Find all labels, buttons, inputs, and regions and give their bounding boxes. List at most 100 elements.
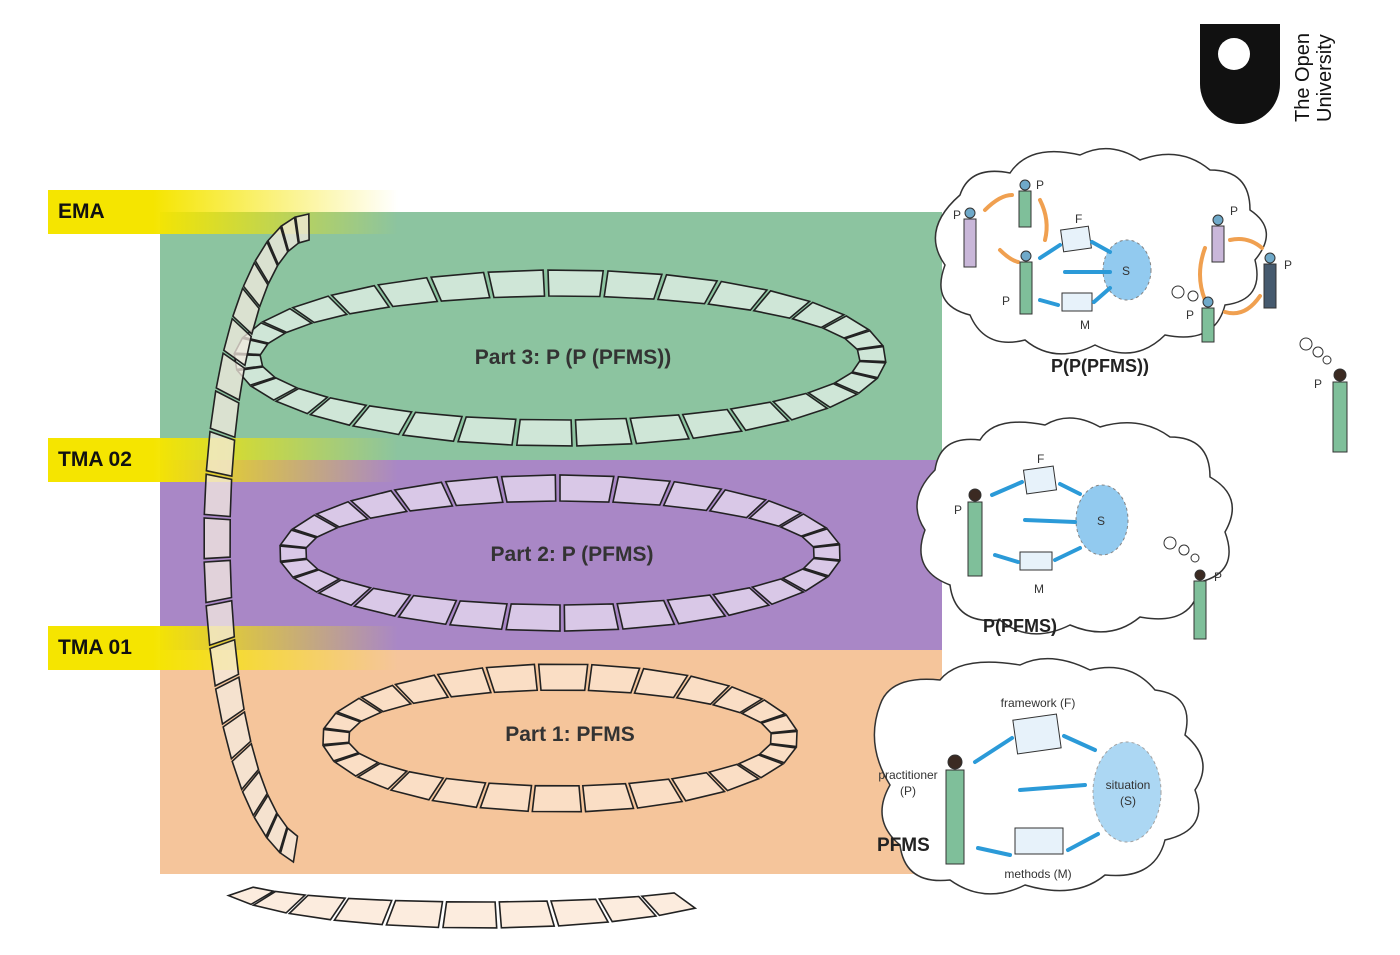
part3-label: Part 3: P (P (PFMS)): [474, 346, 672, 369]
methods-toolbox-bottom-icon: [1014, 827, 1064, 855]
spiral-segment: [267, 225, 289, 267]
spiral-segment: [429, 271, 491, 302]
person-figure-icon: [1332, 368, 1348, 453]
person-figure-icon: [1263, 252, 1277, 309]
orange-arrow-2: [1038, 198, 1049, 242]
spiral-segment: [758, 743, 798, 764]
spiral-segment: [290, 514, 339, 538]
spiral-segment: [675, 675, 731, 706]
spiral-segment: [322, 728, 351, 746]
arrow-m-s-bottom: [1066, 832, 1100, 852]
framework-card-middle-icon: [1022, 465, 1058, 495]
spiral-segment: [779, 513, 828, 537]
spiral-segment: [737, 754, 785, 779]
middle-f-label: F: [1037, 452, 1045, 466]
spiral-segment: [203, 473, 233, 518]
spiral-segment: [505, 603, 561, 632]
methods-label: methods (M): [1004, 867, 1072, 881]
spiral-segment: [251, 890, 307, 914]
spiral-segment: [729, 401, 790, 432]
spiral-segment: [203, 559, 233, 604]
spiral-segment: [485, 663, 539, 694]
spiral-segment: [253, 793, 278, 839]
spiral-segment: [280, 216, 300, 253]
spiral-segment: [707, 763, 761, 792]
spiral-segment: [397, 594, 458, 626]
part1-label: Part 1: PFMS: [505, 723, 635, 746]
spiral-segment: [321, 742, 360, 762]
spiral-segment: [322, 712, 362, 733]
top-f-label: F: [1075, 212, 1083, 226]
spiral-segment: [790, 301, 846, 329]
spiral-segment: [431, 777, 487, 809]
spiral-segment: [205, 430, 236, 478]
spiral-segment: [317, 578, 373, 607]
spiral-segment: [531, 784, 583, 813]
cloud-top: [934, 147, 1268, 355]
spiral-segment: [241, 321, 287, 345]
arrow-p-f-middle: [990, 480, 1024, 497]
top-p-label: P: [1036, 178, 1045, 192]
spiral-segment: [279, 558, 320, 579]
arrow-p-f-top: [1038, 243, 1062, 260]
spiral-segment: [662, 480, 723, 512]
spiral-segment: [771, 392, 829, 421]
spiral-segment: [215, 351, 246, 402]
cloud-middle-title: P(PFMS): [983, 616, 1057, 636]
orange-arrow-6: [1223, 294, 1262, 316]
spiral-segment: [587, 663, 641, 694]
spiral-segment: [681, 408, 744, 440]
spiral-segment: [249, 377, 299, 402]
spiral-segment: [752, 289, 812, 319]
framework-card-top-icon: [1060, 225, 1092, 253]
arrow-m-s-top: [1092, 286, 1112, 304]
spiral-segment: [833, 371, 879, 395]
spiral-segment: [444, 476, 504, 507]
spiral-segment: [549, 898, 610, 927]
top-p-label: P: [953, 208, 962, 222]
situation-abbr: (S): [1120, 794, 1136, 808]
framework-label: framework (F): [1000, 696, 1076, 710]
spiral-segment: [457, 416, 517, 446]
cloud-top-title: P(P(PFMS)): [1051, 356, 1149, 376]
top-s-label: S: [1122, 264, 1131, 278]
practitioner-abbr: (P): [900, 784, 916, 798]
spiral-segment: [231, 742, 260, 791]
spiral-segment: [333, 752, 380, 777]
spiral-segment: [292, 569, 341, 593]
spiral-segment: [537, 663, 589, 692]
spiral-segment: [385, 899, 444, 929]
spiral-segment: [389, 770, 445, 801]
arrow-m-s-middle: [1053, 546, 1082, 562]
spiral-segment: [294, 212, 310, 244]
top-p-label: P: [1230, 204, 1239, 218]
orange-arrow-1: [983, 193, 1014, 212]
cloud-bottom-title: PFMS: [877, 835, 930, 856]
ema-milestone: EMA: [48, 190, 398, 234]
spiral-segment: [802, 557, 841, 577]
spiral-segment: [559, 474, 615, 503]
spiral-segment: [231, 286, 260, 336]
person-figure-icon: [1018, 179, 1032, 228]
spiral-segment: [574, 417, 633, 447]
spiral-segment: [500, 474, 557, 503]
middle-m-label: M: [1034, 582, 1044, 596]
spiral-segment: [335, 697, 383, 722]
spiral-segment: [616, 599, 676, 630]
spiral-segment: [279, 826, 299, 864]
person-figure-icon: [1193, 569, 1207, 640]
orange-arrow-4: [1228, 237, 1264, 250]
arrow-f-s-top: [1090, 240, 1112, 254]
spiral-segment: [821, 314, 871, 339]
arrow-p-f-bottom: [973, 736, 1014, 764]
spiral-segment: [708, 488, 768, 519]
spiral-segment: [851, 360, 887, 379]
orange-arrow-5: [1198, 246, 1207, 302]
spiral-segment: [351, 405, 413, 436]
arrow-p-m-top: [1038, 298, 1060, 307]
spiral-segment: [356, 762, 409, 791]
spiral-segment: [308, 397, 368, 427]
spiral-segment: [515, 418, 573, 447]
spiral-segment: [707, 280, 769, 311]
